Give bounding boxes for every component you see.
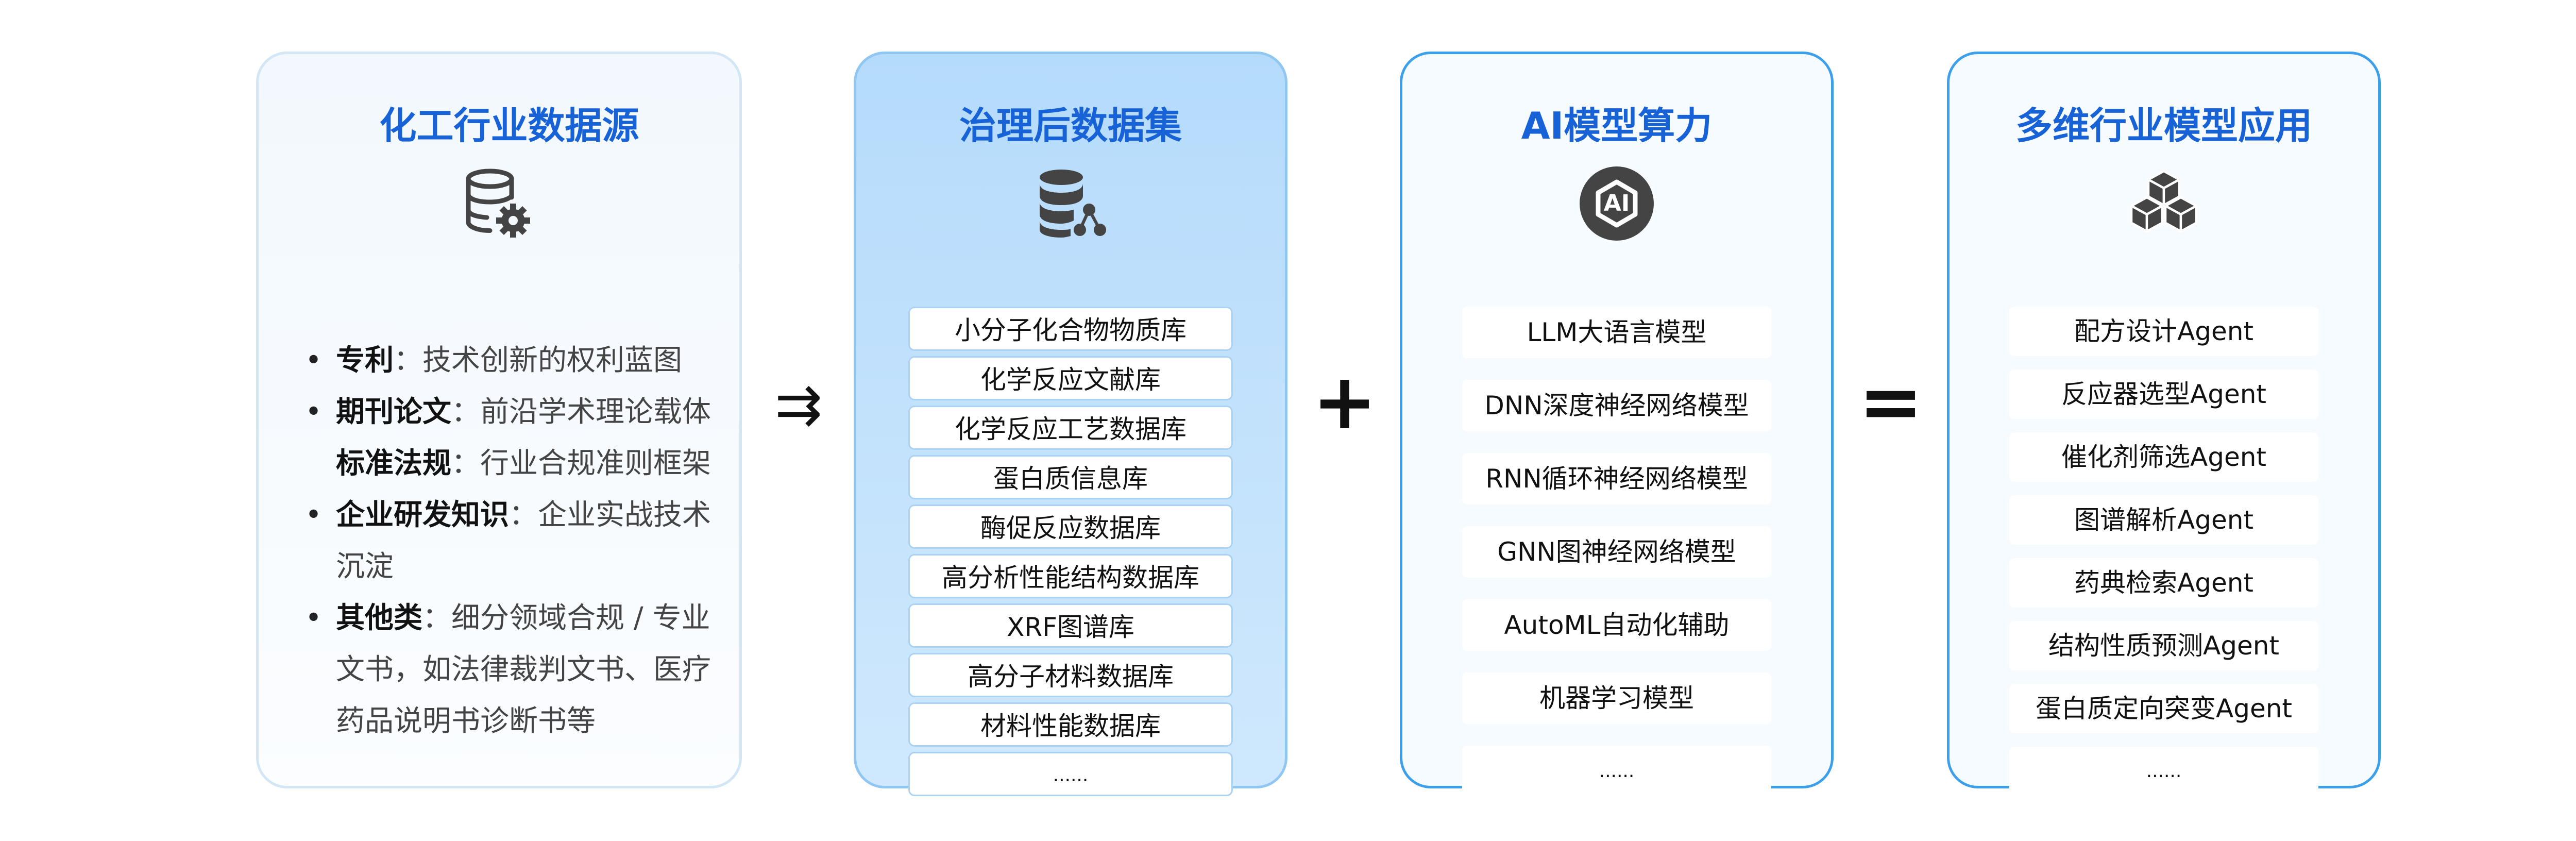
model-item: ...... (1462, 746, 1771, 797)
plus-sign: + (1312, 357, 1377, 447)
applications-list: 配方设计Agent 反应器选型Agent 催化剂筛选Agent 图谱解析Agen… (1950, 307, 2378, 810)
application-item: 反应器选型Agent (2009, 369, 2318, 419)
dataset-item: 材料性能数据库 (908, 702, 1233, 747)
dataset-item: 化学反应工艺数据库 (908, 406, 1233, 450)
item-desc: 细分领域合规 / 专业文书，如法律裁判文书、医疗药品说明书诊断书等 (336, 601, 711, 738)
list-item: • 企业研发知识：企业实战技术沉淀 (279, 490, 724, 593)
item-desc: 前沿学术理论载体 (480, 395, 711, 429)
dataset-item: 酶促反应数据库 (908, 504, 1233, 549)
curated-datasets-card: 治理后数据集 小分子化合物物质库 化学反应文献库 化学反应工艺数据库 蛋白质信息… (854, 52, 1287, 796)
application-item: 药典检索Agent (2009, 558, 2318, 608)
model-item: RNN循环神经网络模型 (1462, 453, 1771, 504)
dataset-item: 高分析性能结构数据库 (908, 554, 1233, 598)
dataset-item: ...... (908, 752, 1233, 796)
database-gear-icon (466, 169, 530, 238)
list-item: • 专利：技术创新的权利蓝图 (279, 335, 724, 386)
application-item: 蛋白质定向突变Agent (2009, 684, 2318, 733)
list-item: • 期刊论文：前沿学术理论载体 (279, 386, 724, 438)
flow-arrow: ⇉ (774, 372, 823, 438)
list-item: • 其他类：细分领域合规 / 专业文书，如法律裁判文书、医疗药品说明书诊断书等 (279, 593, 724, 747)
model-item: 机器学习模型 (1462, 672, 1771, 724)
item-label: 其他类 (336, 601, 422, 635)
data-sources-card: 化工行业数据源 • 专利：技术创新的权利蓝图 • 期刊论文 (256, 52, 742, 788)
industry-applications-title: 多维行业模型应用 (2015, 104, 2312, 147)
item-label: 专利 (336, 344, 394, 377)
industry-applications-card: 多维行业模型应用 配方设计Agent 反应器选型Agent 催化剂筛选Agent… (1947, 52, 2381, 796)
item-desc: 企业实战技术沉淀 (336, 498, 711, 583)
model-item: LLM大语言模型 (1462, 307, 1771, 358)
equals-sign: = (1858, 357, 1923, 447)
item-label: 期刊论文 (336, 395, 451, 429)
list-item: 标准法规：行业合规准则框架 (336, 447, 711, 480)
application-item: ...... (2009, 747, 2318, 796)
ai-compute-card: AI模型算力 AI LLM大语言模型 DNN深度神经网络模型 RNN循环神经网络… (1400, 52, 1834, 797)
model-item: GNN图神经网络模型 (1462, 526, 1771, 578)
bullet-dot: • (305, 344, 323, 377)
model-item: AutoML自动化辅助 (1462, 599, 1771, 651)
bullet-dot: • (305, 498, 323, 532)
curated-datasets-title: 治理后数据集 (959, 104, 1182, 147)
data-sources-list: • 专利：技术创新的权利蓝图 • 期刊论文：前沿学术理论载体 标准法规：行业合规… (279, 335, 724, 747)
application-item: 结构性质预测Agent (2009, 621, 2318, 670)
bullet-dot: • (305, 601, 323, 635)
application-item: 催化剂筛选Agent (2009, 432, 2318, 482)
dataset-item: XRF图谱库 (908, 603, 1233, 648)
datasets-list: 小分子化合物物质库 化学反应文献库 化学反应工艺数据库 蛋白质信息库 酶促反应数… (856, 307, 1285, 801)
ai-compute-title: AI模型算力 (1521, 104, 1713, 147)
item-label: 标准法规 (336, 447, 451, 480)
model-item: DNN深度神经网络模型 (1462, 380, 1771, 431)
dataset-item: 小分子化合物物质库 (908, 307, 1233, 351)
application-item: 图谱解析Agent (2009, 495, 2318, 545)
data-sources-title: 化工行业数据源 (379, 104, 639, 147)
cubes-icon (2130, 170, 2198, 233)
models-list: LLM大语言模型 DNN深度神经网络模型 RNN循环神经网络模型 GNN图神经网… (1402, 307, 1831, 819)
ai-chip-icon: AI (1578, 165, 1655, 242)
application-item: 配方设计Agent (2009, 307, 2318, 356)
database-share-icon (1040, 170, 1106, 238)
dataset-item: 化学反应文献库 (908, 356, 1233, 400)
dataset-item: 蛋白质信息库 (908, 455, 1233, 499)
item-desc: 技术创新的权利蓝图 (422, 344, 682, 377)
bullet-dot: • (305, 395, 323, 429)
item-desc: 行业合规准则框架 (480, 447, 711, 480)
dataset-item: 高分子材料数据库 (908, 653, 1233, 697)
ai-icon-text: AI (1603, 190, 1630, 216)
item-label: 企业研发知识 (336, 498, 509, 532)
